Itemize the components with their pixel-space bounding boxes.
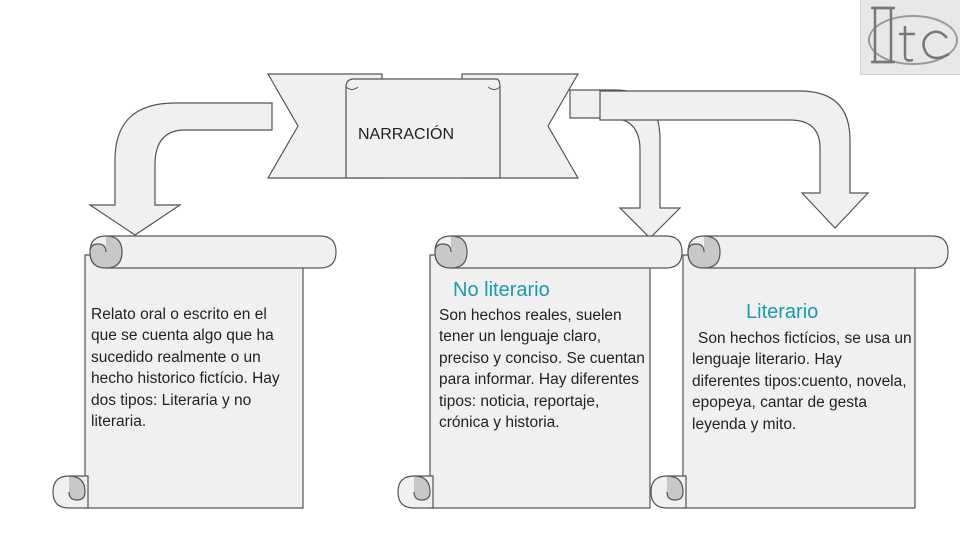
arrow-to-right-scroll bbox=[599, 90, 870, 229]
scroll-left bbox=[52, 235, 337, 509]
scroll-right bbox=[650, 235, 949, 509]
logo-image bbox=[860, 0, 960, 75]
banner-fold-right bbox=[487, 86, 501, 90]
logo-mark bbox=[868, 6, 958, 65]
scroll-right-heading: Literario bbox=[746, 301, 819, 323]
scroll-right-text: Son hechos fictícios, se usa un lenguaje… bbox=[692, 330, 912, 433]
banner-fold-left bbox=[345, 86, 359, 90]
banner-title: NARRACIÓN bbox=[358, 126, 455, 143]
arrow-to-left-scroll bbox=[88, 102, 273, 236]
scroll-middle-heading: No literario bbox=[453, 279, 550, 301]
scroll-middle-text: Son hechos reales, suelen tener un lengu… bbox=[439, 307, 645, 431]
banner-center bbox=[345, 78, 501, 179]
scroll-left-text: Relato oral o escrito en el que se cuent… bbox=[91, 306, 280, 430]
scroll-middle bbox=[397, 235, 683, 509]
